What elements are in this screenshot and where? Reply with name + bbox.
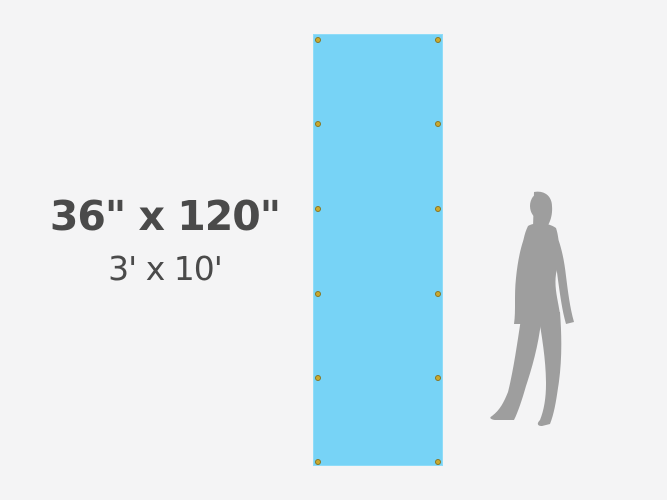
- grommet-icon: [315, 291, 321, 297]
- grommet-icon: [435, 121, 441, 127]
- grommet-icon: [435, 291, 441, 297]
- banner-icon: [313, 34, 443, 466]
- grommet-icon: [315, 459, 321, 465]
- size-inches-label: 36" x 120": [49, 192, 281, 240]
- grommet-icon: [315, 37, 321, 43]
- person-silhouette-icon: [490, 191, 574, 426]
- grommet-icon: [315, 206, 321, 212]
- grommet-icon: [435, 37, 441, 43]
- grommet-icon: [435, 375, 441, 381]
- grommet-icon: [315, 375, 321, 381]
- grommet-icon: [435, 206, 441, 212]
- grommet-icon: [315, 121, 321, 127]
- size-feet-label: 3' x 10': [108, 249, 223, 288]
- grommet-icon: [435, 459, 441, 465]
